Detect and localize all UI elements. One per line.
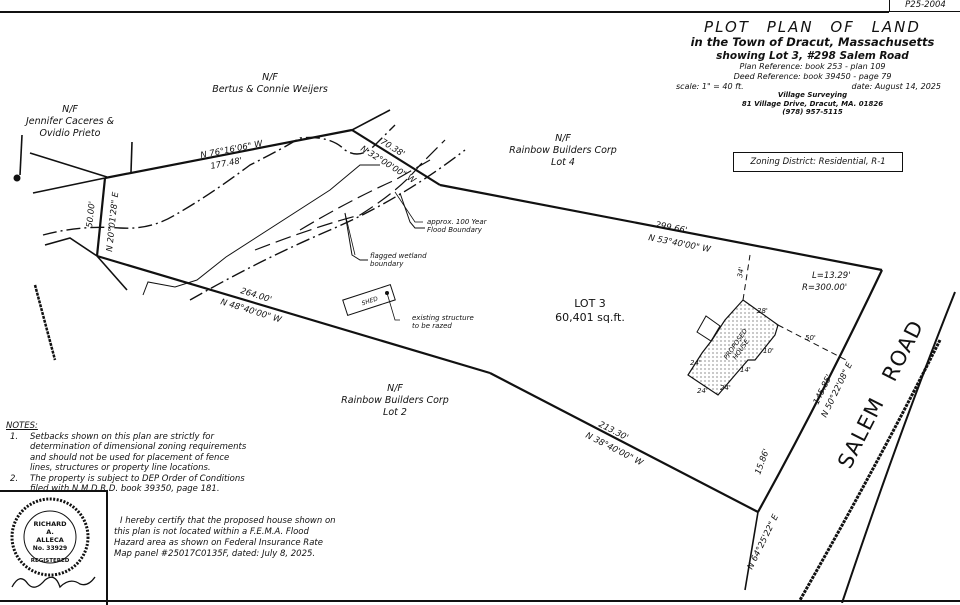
abutter-caceres: N/F Jennifer Caceres & Ovidio Prieto [5,104,135,140]
flood-label-2: Flood Boundary [427,226,482,234]
svg-text:34': 34' [736,266,746,278]
cert-line: Map panel #25017C0135F, dated: July 8, 2… [114,549,316,559]
plan-title: PLOT PLAN OF LAND [704,18,921,36]
scale: scale: 1" = 40 ft. [676,81,744,91]
svg-text:No. 33929: No. 33929 [33,545,67,552]
abutter-lot: Lot 2 [383,407,407,418]
existing-structure-label: existing structure to be razed [412,314,474,330]
svg-text:10': 10' [763,347,774,355]
seal-box: RICHARD A. ALLECA No. 33929 REGISTERED [0,490,108,605]
bearing-5: N 64°25'22" E [746,512,782,571]
edge-of-clearing [142,164,425,296]
wetland-boundary-label: flagged wetland boundary [370,252,427,268]
nf-label: N/F [555,133,571,144]
lot-line: showing Lot 3, #298 Salem Road [716,49,909,62]
svg-text:REGISTERED: REGISTERED [31,558,70,564]
abutter-lot2: N/F Rainbow Builders Corp Lot 2 [330,383,460,419]
house-dimensions: 34' 50' 28' 24' 24' 24' 14' 10' [690,266,816,395]
svg-text:50': 50' [805,334,816,342]
notes-heading: NOTES: [6,421,38,431]
lot-label: LOT 3 60,401 sq.ft. [530,297,650,325]
flood-boundary-line [42,124,466,301]
zoning-district: Zoning District: Residential, R-1 [733,152,903,172]
abutter-name: Rainbow Builders Corp [509,145,617,156]
existing-label-1: existing structure [412,314,474,322]
proposed-house: PROPOSED HOUSE [687,299,779,396]
surveyor-seal: RICHARD A. ALLECA No. 33929 REGISTERED [10,497,96,589]
distance-5: 15.86' [753,448,772,476]
stone-wall [798,339,942,601]
notes: NOTES: 1. Setbacks shown on this plan ar… [6,421,246,495]
svg-text:28': 28' [757,307,768,315]
note-line: and should not be used for placement of … [30,452,230,463]
svg-text:RICHARD: RICHARD [33,520,67,528]
cert-line: Hazard area as shown on Federal Insuranc… [114,538,323,548]
lot-name: LOT 3 [574,297,606,310]
bearing-8: N 20°01'28" E [105,191,121,252]
wetland-boundary-line [254,139,446,251]
nf-label: N/F [62,104,78,115]
flood-boundary-label: approx. 100 Year Flood Boundary [427,218,487,234]
surveyor-name: Village Surveying [777,91,848,100]
curve-length: L=13.29' [812,271,851,281]
note-number: 1. [10,431,19,442]
abutter-name: Jennifer Caceres & [25,116,115,127]
note-item: 1. Setbacks shown on this plan are stric… [6,432,246,474]
abutter-lot4: N/F Rainbow Builders Corp Lot 4 [498,133,628,169]
note-line: lines, structures or property line locat… [30,463,211,473]
abutter-weijers: N/F Bertus & Connie Weijers [190,72,350,96]
surveyor-phone: (978) 957-5115 [782,107,843,116]
stone-wall-west [33,284,57,361]
property-boundary [95,128,883,513]
note-line: determination of dimensional zoning requ… [30,442,247,452]
town-line: in the Town of Dracut, Massachusetts [690,35,935,49]
wetland-label-2: boundary [370,260,404,268]
signature [11,576,96,589]
note-number: 2. [10,473,19,484]
abutter-name-2: Ovidio Prieto [39,128,101,139]
shed-label: SHED [361,295,379,307]
cert-line: this plan is not located within a F.E.M.… [114,527,309,537]
plan-reference: Plan Reference: book 253 - plan 109 [739,62,886,72]
svg-text:ALLECA: ALLECA [36,536,64,544]
deed-reference: Deed Reference: book 39450 - page 79 [733,71,892,81]
svg-text:24': 24' [690,359,701,367]
curve-radius: R=300.00' [802,283,847,293]
cert-line: I hereby certify that the proposed house… [120,516,336,526]
plan-number: P25-2004 [889,0,960,12]
note-line: Setbacks shown on this plan are strictly… [30,431,214,442]
title-block: PLOT PLAN OF LAND in the Town of Dracut,… [660,18,960,116]
svg-text:24': 24' [720,384,731,392]
wetland-label-1: flagged wetland [370,252,427,260]
abutter-name: Rainbow Builders Corp [341,395,449,406]
leader-lines [344,191,423,256]
fema-certification: I hereby certify that the proposed house… [114,516,359,560]
surveyor-address: 81 Village Drive, Dracut, MA. 01826 [741,99,884,108]
road-edge [841,291,956,603]
monument-marker [13,174,21,182]
note-line: The property is subject to DEP Order of … [30,473,245,484]
note-item: 2. The property is subject to DEP Order … [6,474,246,495]
nf-label: N/F [387,383,403,394]
svg-text:14': 14' [740,366,751,374]
nf-label: N/F [262,72,278,83]
svg-text:24': 24' [697,387,708,395]
distance-3: 299.66' [654,220,687,236]
shed: SHED [342,284,396,316]
svg-text:A.: A. [46,528,54,536]
abutter-lines [19,109,759,591]
distance-8: 50.00' [85,201,98,229]
note-line: filed with N.M.D.R.D. book 39350, page 1… [30,484,220,494]
plan-date: date: August 14, 2025 [851,81,941,91]
abutter-name: Bertus & Connie Weijers [212,84,328,95]
abutter-lot: Lot 4 [551,157,575,168]
lot-area: 60,401 sq.ft. [555,311,625,324]
existing-label-2: to be razed [412,322,452,330]
flood-label-1: approx. 100 Year [427,218,487,226]
setback-lines [742,254,847,361]
